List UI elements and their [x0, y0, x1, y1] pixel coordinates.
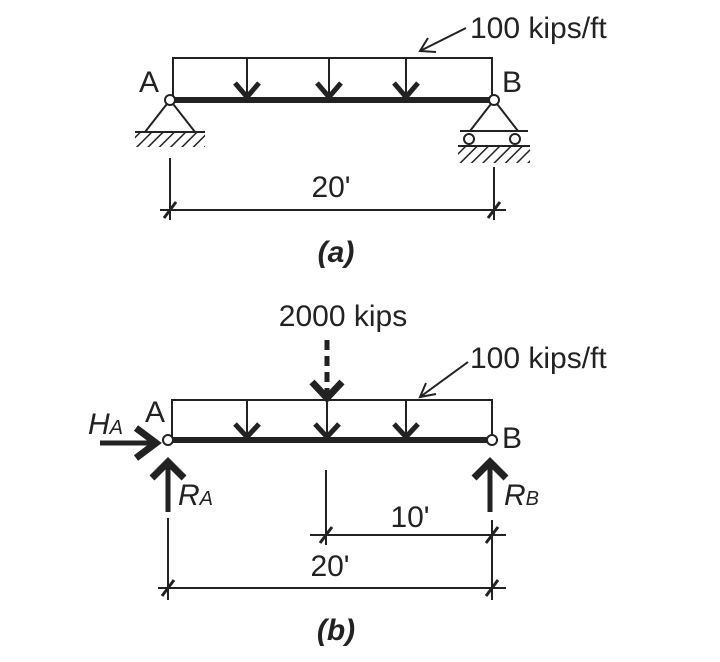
span-label: 20' — [311, 171, 350, 204]
reaction-label-b: RB — [504, 479, 539, 512]
span-label: 20' — [310, 550, 349, 583]
pin-joint-a — [162, 434, 174, 446]
support-label-b: B — [502, 66, 522, 99]
roller-joint-b — [486, 434, 498, 446]
half-span-label: 10' — [390, 501, 429, 534]
point-load-label: 2000 kips — [279, 300, 407, 333]
horizontal-reaction-arrow — [100, 425, 162, 461]
figure-a: 100 kips/ft A B 20' (a) — [135, 12, 607, 269]
load-leader-arrow — [418, 361, 469, 399]
reaction-label-a: RA — [178, 479, 213, 512]
reaction-arrow-a — [149, 457, 187, 512]
horizontal-reaction-label: HA — [88, 408, 123, 441]
reaction-arrow-b — [471, 457, 509, 512]
caption-a: (a) — [318, 236, 355, 269]
figure-b: 2000 kips 100 kips/ft A B HA RA — [88, 300, 607, 647]
distributed-load — [172, 57, 493, 101]
load-label: 100 kips/ft — [470, 342, 607, 375]
span-dimension — [158, 518, 506, 600]
distributed-load — [171, 399, 493, 441]
load-label: 100 kips/ft — [470, 12, 607, 45]
resultant-point-load-arrow — [309, 340, 345, 404]
caption-b: (b) — [317, 614, 355, 647]
roller-support — [458, 94, 530, 163]
load-leader-arrow — [418, 27, 467, 53]
support-label-a: A — [145, 396, 165, 429]
span-dimension — [160, 158, 506, 220]
support-label-b: B — [502, 422, 522, 455]
support-label-a: A — [139, 66, 159, 99]
pin-support — [135, 94, 205, 147]
